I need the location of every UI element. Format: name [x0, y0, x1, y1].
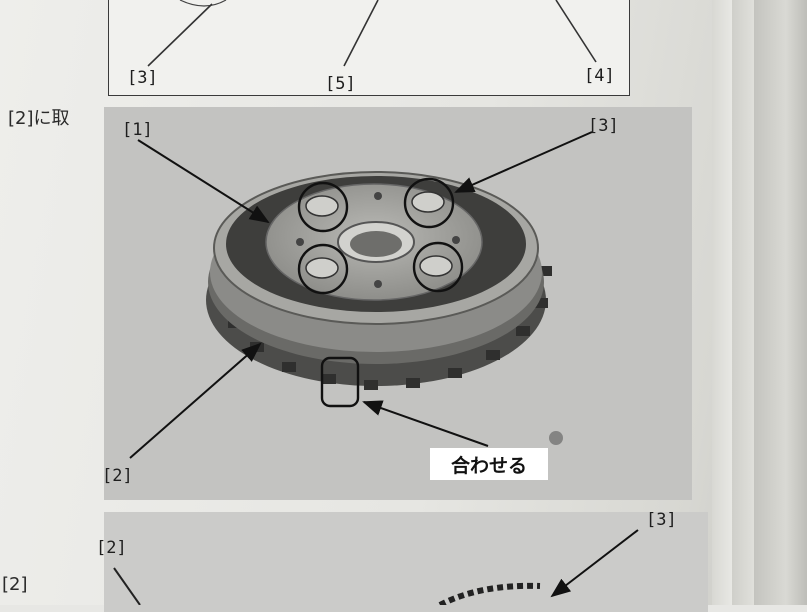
top-part-outline [179, 0, 227, 7]
alignment-mark-box [320, 356, 360, 408]
callout-5-top: [5] [325, 74, 356, 94]
align-label: 合わせる [430, 448, 548, 480]
leader-arrow-align [362, 400, 489, 447]
figure-top [108, 0, 630, 96]
callout-2-bottom: [2] [96, 538, 127, 558]
callout-3-top: [3] [127, 68, 158, 88]
callout-2: [2] [102, 466, 133, 486]
callout-3-bottom: [3] [646, 510, 677, 530]
leader-arrow [550, 529, 639, 598]
leader-arrow-3 [454, 131, 593, 193]
leader-arrow-2 [129, 342, 262, 459]
leader-line [555, 0, 597, 63]
bolt-highlight-circles [297, 177, 464, 295]
leader-line [343, 0, 379, 67]
leader-line [147, 3, 213, 67]
side-text-bottom: [2] [2, 574, 28, 595]
clutch-assembly [206, 171, 552, 390]
figure-bottom [104, 512, 708, 612]
side-text-top: [2]に取 [8, 108, 70, 129]
leader-arrow-1 [137, 139, 270, 224]
callout-3: [3] [588, 116, 619, 136]
bottom-part-teeth [438, 582, 541, 605]
callout-4-top: [4] [584, 66, 615, 86]
callout-1: [1] [122, 120, 153, 140]
page-edge [732, 0, 754, 605]
page-edge [712, 0, 732, 605]
leader-line [113, 567, 141, 605]
page-edge [754, 0, 807, 605]
